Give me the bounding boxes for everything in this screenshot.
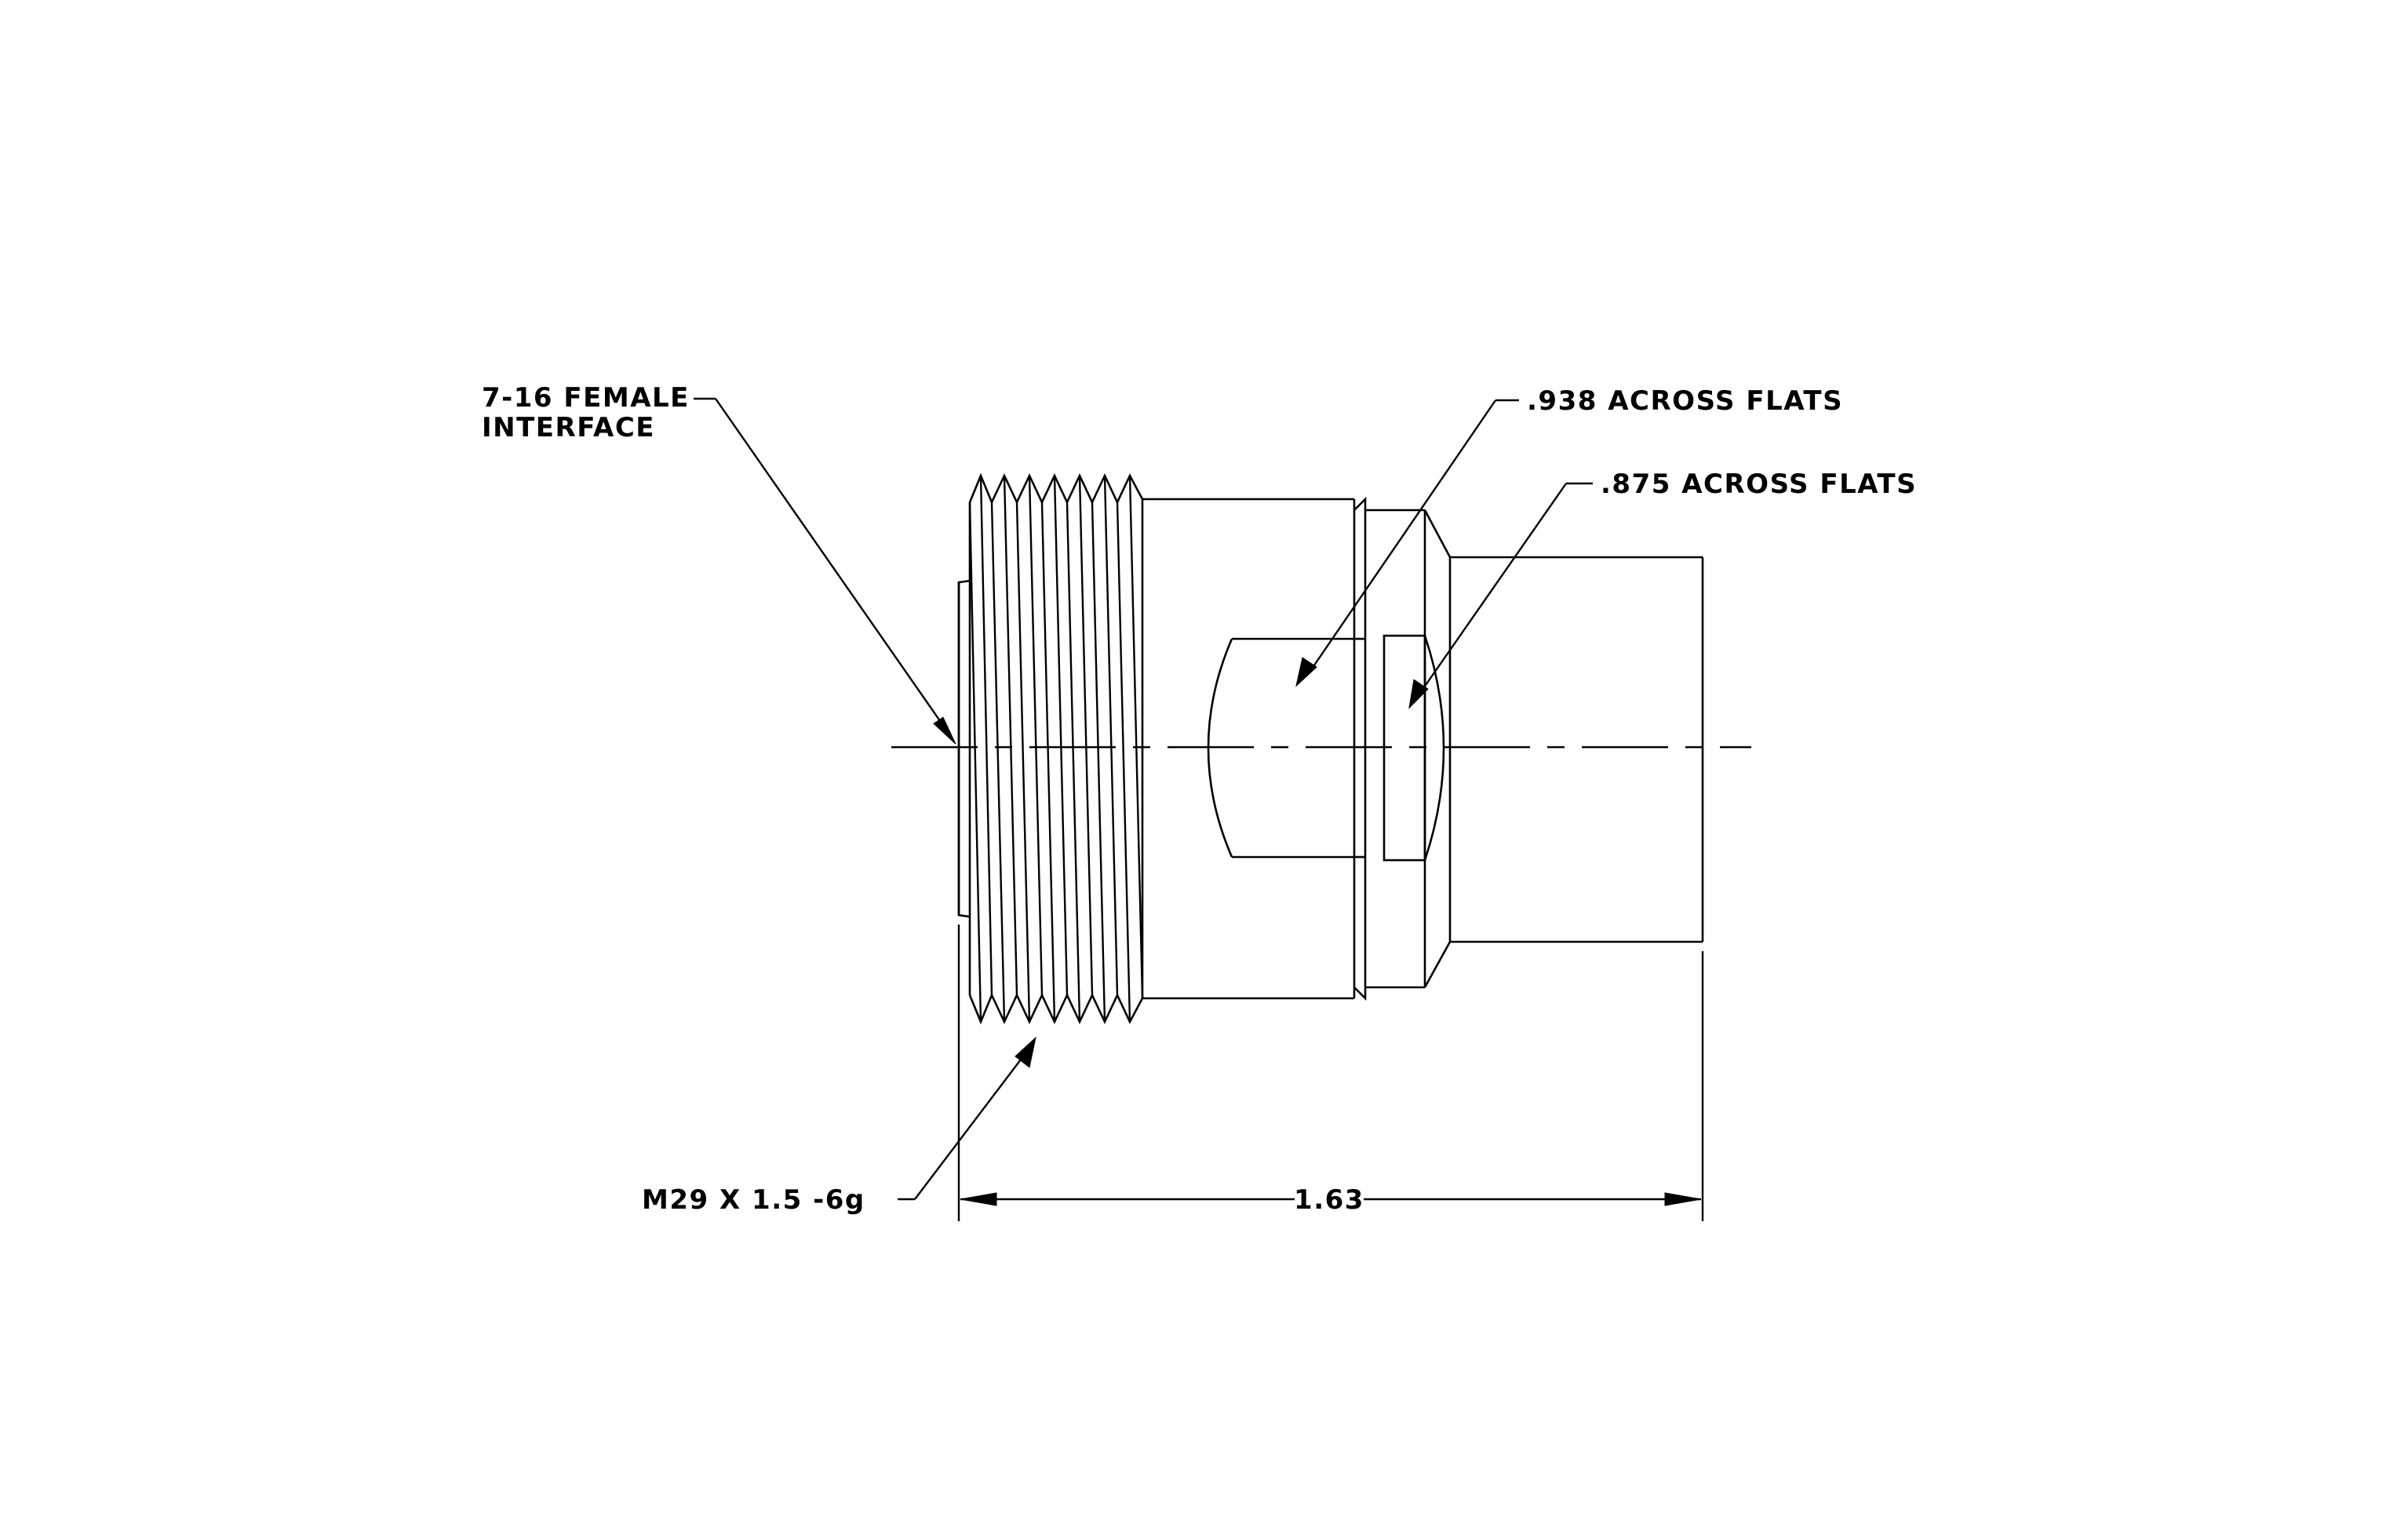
dimension-overall-length bbox=[957, 925, 1704, 1221]
callout-thread: M29 X 1.5 -6g bbox=[642, 1184, 865, 1216]
leader-938 bbox=[1295, 399, 1519, 688]
hex-875-body bbox=[1383, 509, 1452, 988]
callout-interface-line1: 7-16 FEMALE bbox=[482, 382, 690, 414]
thread-section bbox=[968, 472, 1144, 1025]
callout-875-across-flats: .875 ACROSS FLATS bbox=[1601, 469, 1917, 500]
step-collar bbox=[1353, 496, 1425, 1001]
leader-interface bbox=[694, 397, 956, 745]
hex-938-body bbox=[1142, 498, 1356, 1000]
callout-938-across-flats: .938 ACROSS FLATS bbox=[1527, 385, 1843, 417]
interface-face bbox=[957, 579, 971, 918]
callout-interface-line2: INTERFACE bbox=[482, 412, 655, 443]
dimension-overall-length-label: 1.63 bbox=[1294, 1184, 1364, 1216]
rear-body bbox=[1450, 556, 1704, 943]
leader-875 bbox=[1408, 482, 1593, 709]
leader-thread bbox=[898, 1036, 1036, 1201]
